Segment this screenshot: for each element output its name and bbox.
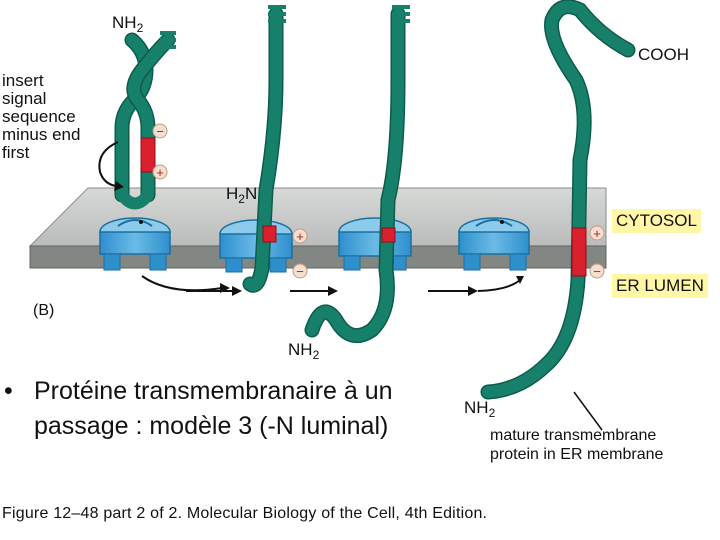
- stage-2-protein: [242, 5, 286, 293]
- svg-text:−: −: [296, 264, 304, 279]
- figure-caption: Figure 12–48 part 2 of 2. Molecular Biol…: [2, 505, 488, 522]
- nh2-bottom-label: NH2: [288, 340, 320, 362]
- cooh-label: COOH: [638, 45, 689, 64]
- stage-3-protein: [304, 5, 410, 344]
- svg-text:+: +: [593, 226, 601, 241]
- nh2-right-label: NH2: [464, 398, 496, 420]
- charge-markers: − + + − + −: [152, 123, 605, 279]
- translocon-4: [458, 217, 530, 271]
- h2n-label: H2N: [226, 184, 258, 206]
- bullet-mark: •: [4, 377, 13, 405]
- process-arrows: [141, 275, 524, 296]
- translocon-1: [99, 217, 171, 271]
- nh2-top-label: NH2: [112, 13, 144, 35]
- mature-line: protein in ER membrane: [490, 446, 664, 463]
- svg-text:−: −: [156, 124, 164, 139]
- bullet-text: Protéine transmembranaire à un passage :…: [34, 377, 393, 440]
- cytosol-label: CYTOSOL: [612, 209, 701, 233]
- mature-line: mature transmembrane: [490, 427, 657, 444]
- mature-protein: [480, 0, 636, 431]
- insert-signal-note: insert signal sequence minus end first: [2, 72, 112, 162]
- note-line: sequence: [2, 107, 76, 126]
- svg-text:−: −: [593, 264, 601, 279]
- stage-1-protein: [98, 31, 176, 210]
- svg-text:+: +: [296, 229, 304, 244]
- part-label: (B): [33, 302, 55, 319]
- er-lumen-label: ER LUMEN: [612, 274, 708, 298]
- bullet-point: • Protéine transmembranaire à un passage…: [4, 374, 464, 444]
- note-line: first: [2, 143, 30, 162]
- note-line: minus end: [2, 125, 81, 144]
- svg-text:+: +: [156, 165, 164, 180]
- mature-protein-label: mature transmembrane protein in ER membr…: [490, 426, 663, 464]
- note-line: signal: [2, 89, 47, 108]
- note-line: insert: [2, 71, 44, 90]
